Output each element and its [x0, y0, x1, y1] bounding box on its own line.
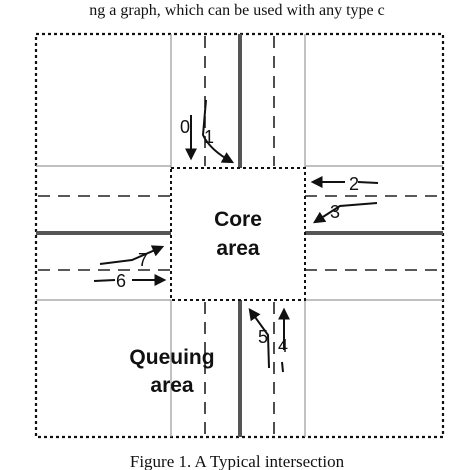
- header-text: ng a graph, which can be used with any t…: [89, 2, 384, 19]
- queuing-label-line1: Queuing: [129, 346, 214, 369]
- core-label-line1: Core: [214, 208, 262, 231]
- lane-6-tail: [93, 279, 116, 282]
- lane-number-7: 7: [138, 250, 148, 270]
- lane-3-arrow: [312, 202, 378, 224]
- figure-caption: Figure 1. A Typical intersection: [130, 452, 345, 470]
- lane-dividers: [38, 36, 441, 435]
- lane-number-0: 0: [180, 117, 190, 137]
- road-edges: [36, 34, 443, 437]
- lane-2-tail: [357, 181, 379, 184]
- lane-number-3: 3: [330, 202, 340, 222]
- lane-number-1: 1: [204, 127, 214, 147]
- lane-number-2: 2: [349, 174, 359, 194]
- outer-boundary: [34, 32, 445, 439]
- lane-number-4: 4: [278, 336, 288, 356]
- queuing-label-line2: area: [150, 374, 194, 397]
- medians: [36, 34, 443, 437]
- lane-5-arrow: [248, 308, 270, 369]
- core-label-line2: area: [216, 237, 260, 260]
- lane-number-6: 6: [116, 271, 126, 291]
- movement-arrows: [93, 99, 379, 373]
- lane-7-arrow: [99, 245, 165, 265]
- lane-numbers: 0 1 2 3 4 5 6 7: [116, 117, 359, 356]
- lane-4-tail: [281, 361, 284, 373]
- core-area-box: [170, 167, 306, 301]
- lane-1-arrow: [201, 99, 235, 164]
- lane-number-5: 5: [258, 327, 268, 347]
